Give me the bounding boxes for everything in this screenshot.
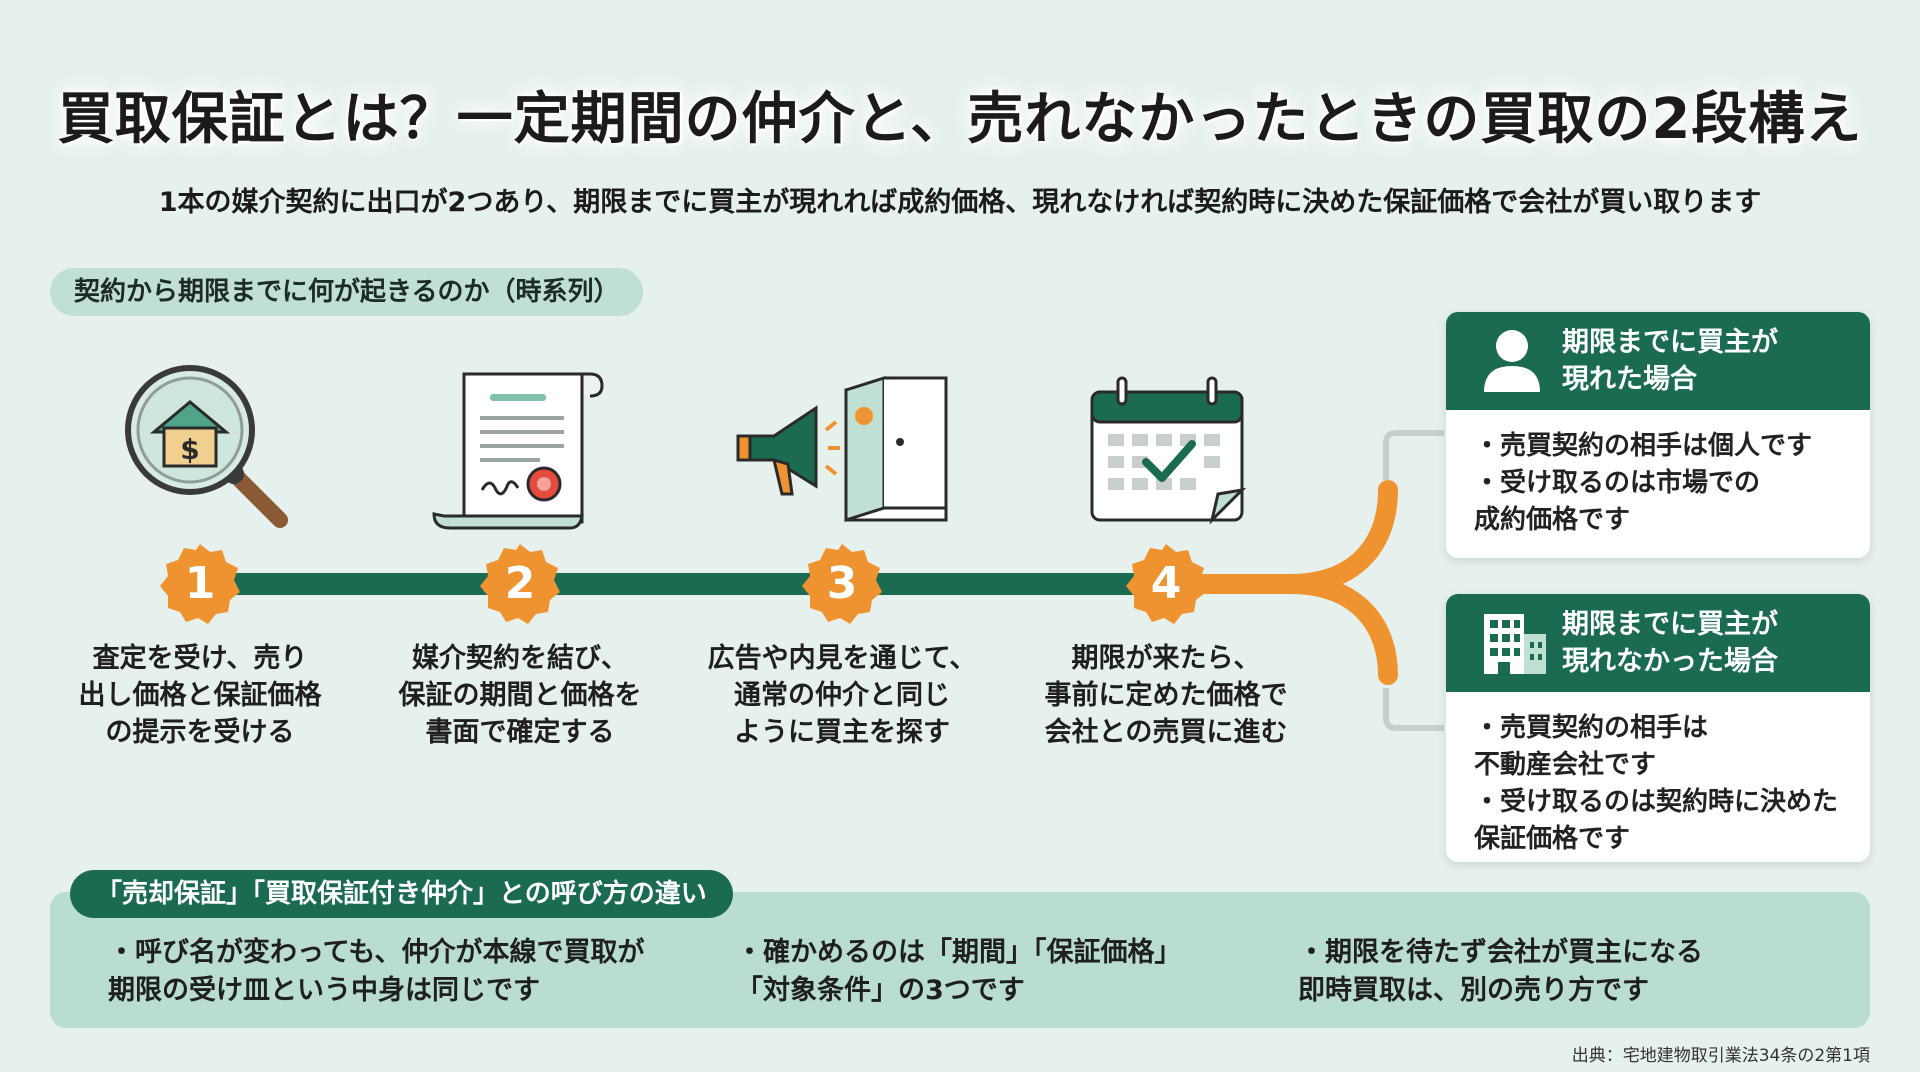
- outcome-card-body: ・売買契約の相手は 不動産会社です ・受け取るのは契約時に決めた 保証価格です: [1446, 692, 1870, 858]
- step-3-line-2: 通常の仲介と同じ: [734, 680, 950, 711]
- step-text-4: 期限が来たら、 事前に定めた価格で 会社との売買に進む: [1016, 640, 1316, 751]
- bullet-line: ・受け取るのは契約時に決めた: [1474, 787, 1839, 817]
- naming-tag: 「売却保証」「買取保証付き仲介」との呼び方の違い: [70, 870, 733, 918]
- contract-document-icon: [430, 366, 610, 540]
- step-1-line-1: 査定を受け、売り: [92, 643, 308, 674]
- naming-line: ・確かめるのは「期間」「保証価格」: [736, 937, 1182, 968]
- naming-item-1: ・呼び名が変わっても、仲介が本線で買取が 期限の受け皿という中身は同じです: [108, 934, 690, 1010]
- timeline-tag: 契約から期限までに何が起きるのか（時系列）: [50, 268, 644, 316]
- step-1-line-3: の提示を受ける: [105, 717, 295, 748]
- step-number-1: 1: [184, 558, 216, 609]
- step-4-line-3: 会社との売買に進む: [1044, 717, 1288, 748]
- step-number-4: 4: [1150, 558, 1182, 609]
- outcome-title-line-2: 現れなかった場合: [1562, 646, 1778, 677]
- outcome-bullet: ・受け取るのは契約時に決めた 保証価格です: [1474, 784, 1846, 858]
- source-citation: 出典：宅地建物取引業法34条の2第1項: [1571, 1046, 1870, 1066]
- naming-line: 期限の受け皿という中身は同じです: [108, 975, 540, 1006]
- outcome-title-line-1: 期限までに買主が: [1562, 609, 1778, 640]
- step-1-line-2: 出し価格と保証価格: [78, 680, 322, 711]
- outcome-bullet: ・受け取るのは市場での 成約価格です: [1474, 465, 1846, 539]
- outcome-card-body: ・売買契約の相手は個人です ・受け取るのは市場での 成約価格です: [1446, 410, 1870, 539]
- outcome-card-header: 期限までに買主が 現れた場合: [1446, 312, 1870, 410]
- naming-line: ・期限を待たず会社が買主になる: [1298, 937, 1703, 968]
- outcome-card-header: 期限までに買主が 現れなかった場合: [1446, 594, 1870, 692]
- bullet-line: 成約価格です: [1474, 505, 1631, 535]
- step-text-3: 広告や内見を通じて、 通常の仲介と同じ ように買主を探す: [692, 640, 992, 751]
- bullet-line: 不動産会社です: [1474, 750, 1657, 780]
- building-icon: [1482, 610, 1548, 680]
- person-icon: [1482, 328, 1542, 398]
- step-4-line-1: 期限が来たら、: [1071, 643, 1261, 674]
- naming-item-3: ・期限を待たず会社が買主になる 即時買取は、別の売り方です: [1298, 934, 1840, 1010]
- step-badge-1: 1: [158, 542, 242, 626]
- calendar-check-icon: [1088, 374, 1248, 528]
- bullet-line: 保証価格です: [1474, 824, 1631, 854]
- bullet-line: ・売買契約の相手は個人です: [1474, 431, 1813, 461]
- step-number-2: 2: [504, 558, 536, 609]
- outcome-card-buyer-found: 期限までに買主が 現れた場合 ・売買契約の相手は個人です ・受け取るのは市場での…: [1446, 312, 1870, 558]
- outcome-card-title: 期限までに買主が 現れなかった場合: [1562, 606, 1862, 680]
- naming-line: 「対象条件」の3つです: [736, 975, 1025, 1006]
- outcome-title-line-1: 期限までに買主が: [1562, 327, 1778, 358]
- step-text-2: 媒介契約を結び、 保証の期間と価格を 書面で確定する: [370, 640, 670, 751]
- step-3-line-3: ように買主を探す: [734, 717, 950, 748]
- step-2-line-3: 書面で確定する: [425, 717, 615, 748]
- page-subtitle: 1本の媒介契約に出口が2つあり、期限までに買主が現れれば成約価格、現れなければ契…: [158, 187, 1762, 218]
- bullet-line: ・受け取るのは市場での: [1474, 468, 1761, 498]
- step-text-1: 査定を受け、売り 出し価格と保証価格 の提示を受ける: [50, 640, 350, 751]
- naming-line: 即時買取は、別の売り方です: [1298, 975, 1649, 1006]
- outcome-card-no-buyer: 期限までに買主が 現れなかった場合 ・売買契約の相手は 不動産会社です ・受け取…: [1446, 594, 1870, 862]
- outcome-bullet: ・売買契約の相手は個人です: [1474, 428, 1846, 465]
- step-3-line-1: 広告や内見を通じて、: [707, 643, 977, 674]
- step-number-3: 3: [826, 558, 858, 609]
- outcome-bullet: ・売買契約の相手は 不動産会社です: [1474, 710, 1846, 784]
- outcome-card-title: 期限までに買主が 現れた場合: [1562, 324, 1862, 398]
- step-4-line-2: 事前に定めた価格で: [1044, 680, 1288, 711]
- svg-text:$: $: [180, 433, 199, 466]
- megaphone-door-icon: [734, 368, 954, 532]
- naming-line: ・呼び名が変わっても、仲介が本線で買取が: [108, 937, 645, 968]
- outcome-title-line-2: 現れた場合: [1562, 364, 1697, 395]
- step-2-line-1: 媒介契約を結び、: [412, 643, 628, 674]
- house-magnifier-icon: $: [122, 362, 292, 536]
- step-badge-3: 3: [800, 542, 884, 626]
- step-2-line-2: 保証の期間と価格を: [398, 680, 642, 711]
- bullet-line: ・売買契約の相手は: [1474, 713, 1709, 743]
- step-badge-4: 4: [1124, 542, 1208, 626]
- timeline-track: [200, 573, 1190, 595]
- page-title: 買取保証とは？一定期間の仲介と、売れなかったときの買取の2段構え: [57, 87, 1863, 152]
- naming-item-2: ・確かめるのは「期間」「保証価格」 「対象条件」の3つです: [736, 934, 1238, 1010]
- step-badge-2: 2: [478, 542, 562, 626]
